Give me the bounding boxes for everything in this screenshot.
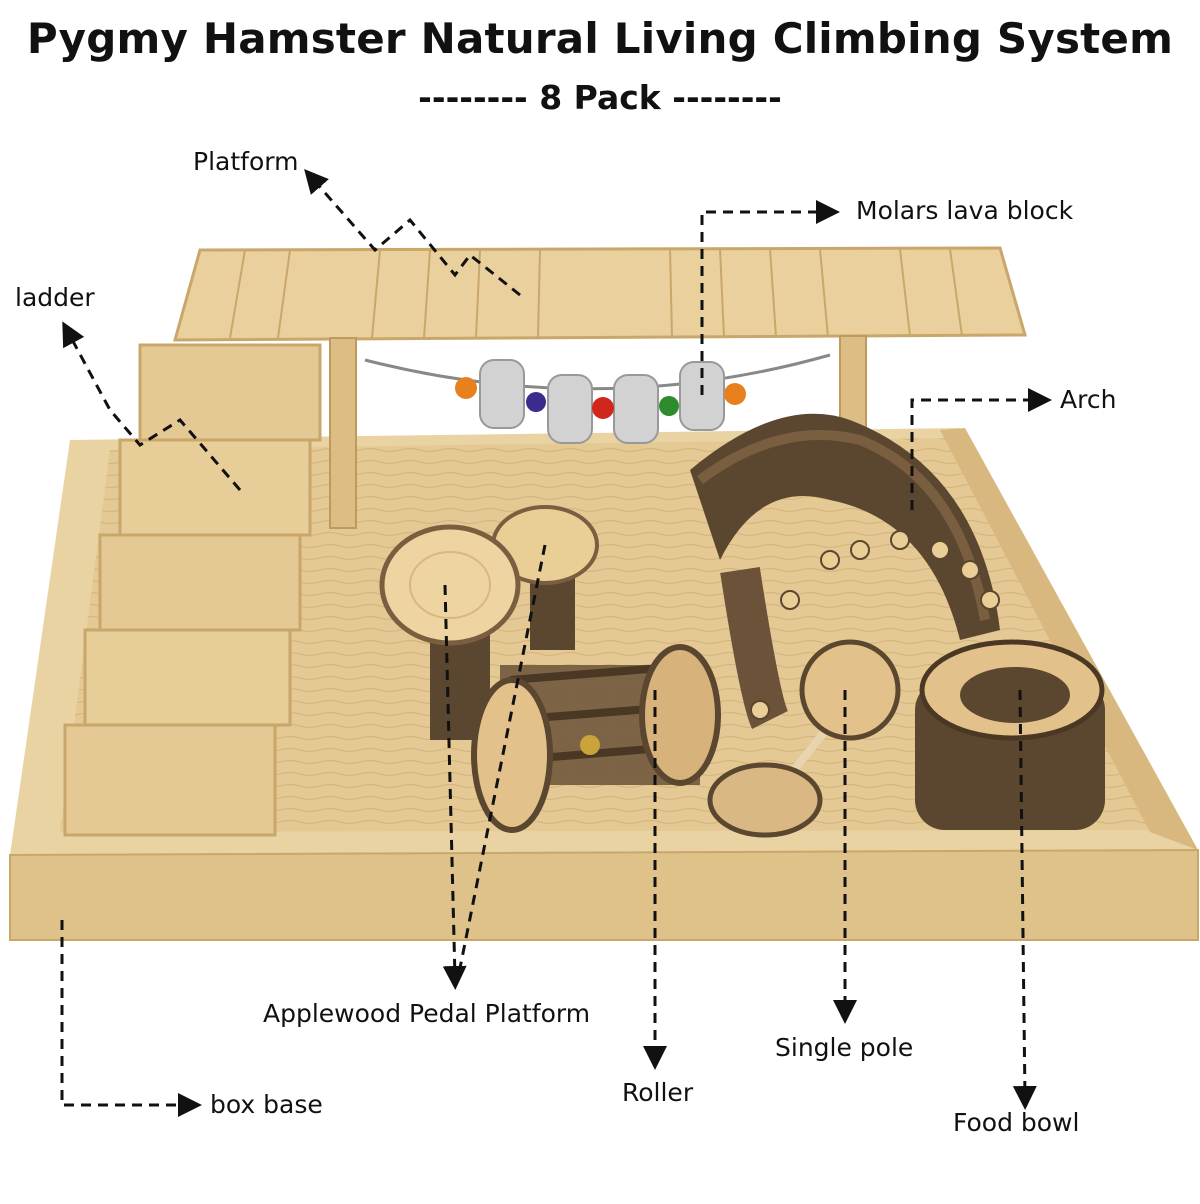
pointer-lines [60, 168, 1052, 1117]
label-platform: Platform [193, 147, 299, 176]
molars-lava-block [364, 353, 831, 444]
applewood-pointer-2 [458, 544, 547, 969]
label-box-base: box base [210, 1090, 323, 1119]
page-title: Pygmy Hamster Natural Living Climbing Sy… [26, 14, 1174, 63]
roller [471, 644, 721, 833]
label-food-bowl: Food bowl [953, 1108, 1080, 1137]
label-molars-lava-block: Molars lava block [856, 196, 1074, 225]
ladder-pointer [62, 321, 242, 491]
arch [690, 413, 1000, 729]
page-subtitle: -------- 8 Pack -------- [418, 78, 782, 117]
food-bowl-pointer [1012, 689, 1037, 1110]
label-roller: Roller [622, 1078, 694, 1107]
label-ladder: ladder [15, 283, 95, 312]
label-arch: Arch [1060, 385, 1117, 414]
arch-pointer [910, 388, 1052, 510]
single-pole [707, 639, 901, 838]
molars-pointer [700, 200, 840, 395]
food-bowl [915, 639, 1105, 830]
platform-pointer [304, 168, 521, 297]
applewood-pointer-1 [442, 584, 467, 990]
ladder [63, 343, 322, 837]
label-applewood-pedal-platform: Applewood Pedal Platform [263, 999, 591, 1028]
box-base-pointer [60, 920, 202, 1117]
label-single-pole: Single pole [775, 1033, 914, 1062]
